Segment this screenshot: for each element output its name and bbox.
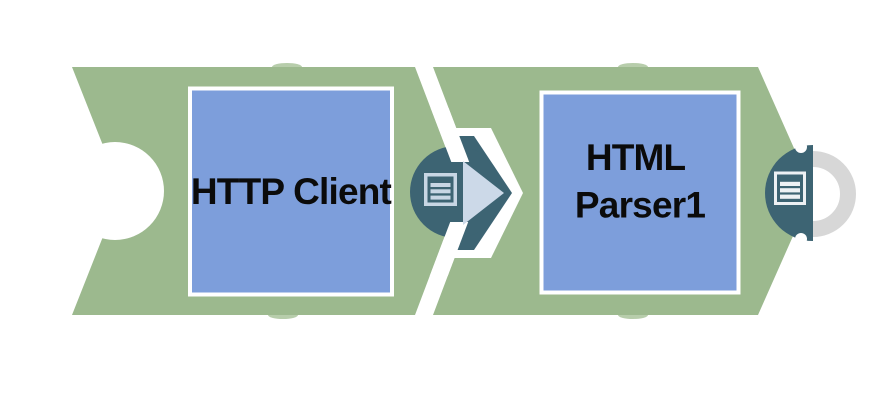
node-html-parser1[interactable]: HTML Parser1 bbox=[433, 67, 813, 315]
connection-http-client-to-html-parser1[interactable] bbox=[410, 108, 523, 276]
document-icon-line bbox=[430, 189, 451, 194]
node-label: HTTP Client bbox=[191, 171, 392, 212]
node-body[interactable] bbox=[539, 90, 741, 295]
node-label-line: Parser1 bbox=[575, 185, 705, 226]
output-port-html-parser1[interactable] bbox=[765, 141, 856, 245]
port-notch bbox=[795, 141, 807, 153]
node-body[interactable] bbox=[188, 86, 394, 297]
document-icon-line bbox=[780, 188, 800, 193]
arrow-right-icon bbox=[463, 161, 504, 225]
gap-notch bbox=[430, 108, 470, 162]
node-http-client[interactable]: HTTP Client bbox=[66, 67, 462, 315]
node-label: HTML Parser1 bbox=[575, 137, 705, 226]
input-socket-notch bbox=[66, 142, 164, 240]
document-icon-line bbox=[780, 194, 800, 199]
document-icon-line bbox=[430, 183, 451, 187]
document-icon[interactable] bbox=[424, 173, 457, 206]
document-icon-line bbox=[780, 181, 800, 186]
gap-notch bbox=[429, 222, 469, 276]
node-label-line: HTML bbox=[586, 137, 686, 178]
document-icon[interactable] bbox=[774, 171, 806, 206]
document-icon-line bbox=[430, 195, 451, 200]
port-notch bbox=[795, 233, 807, 245]
